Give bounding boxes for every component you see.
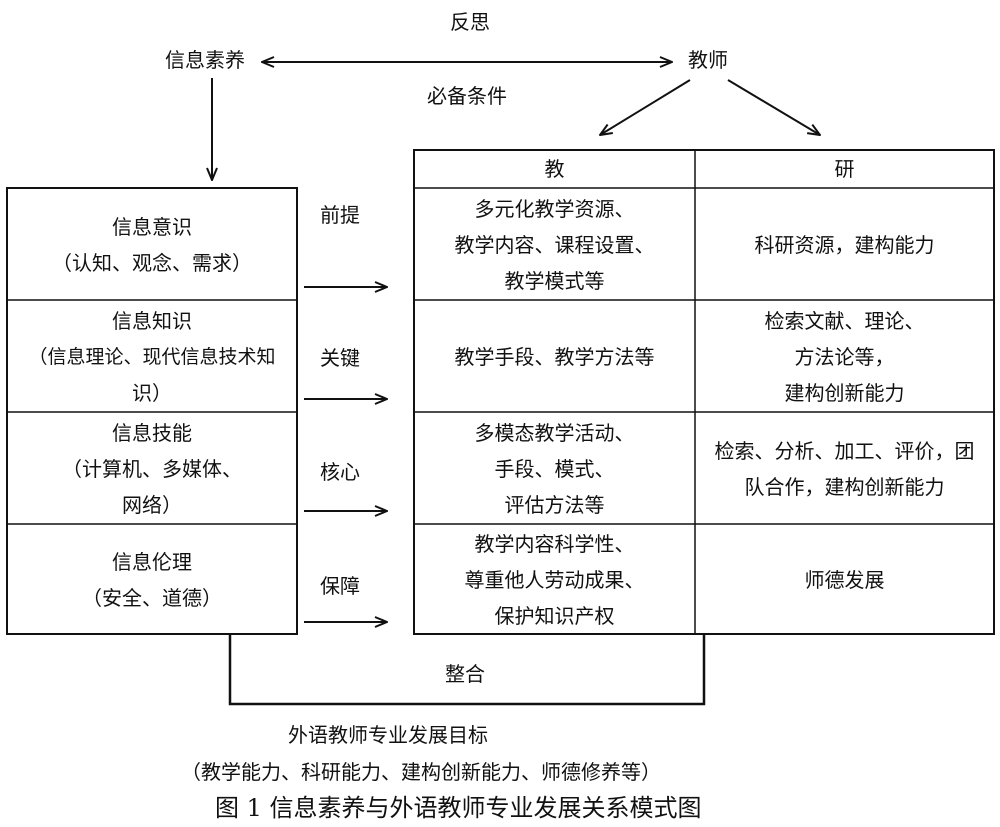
integrate-bracket	[228, 634, 706, 706]
research-cell-3: 检索、分析、加工、评价，团 队合作，建构创新能力	[714, 439, 975, 499]
teacher-arrow-right	[727, 79, 820, 135]
teacher-node: 教师	[688, 48, 728, 72]
left-cell-info-skills: 信息技能 （计算机、多媒体、 网络）	[62, 421, 242, 517]
goal-title: 外语教师专业发展目标	[288, 723, 488, 747]
arrow-label-key: 关键	[320, 346, 360, 370]
left-cell-info-awareness: 信息意识 （认知、观念、需求）	[52, 215, 252, 275]
goal-detail: （教学能力、科研能力、建构创新能力、师德修养等）	[181, 760, 661, 784]
info-literacy-node: 信息素养	[165, 48, 245, 72]
research-cell-2: 检索文献、理论、 方法论等， 建构创新能力	[764, 309, 925, 405]
research-cell-1: 科研资源，建构能力	[754, 233, 935, 257]
left-cell-info-knowledge: 信息知识 （信息理论、现代信息技术知 识）	[28, 309, 276, 405]
teach-cell-4: 教学内容科学性、 尊重他人劳动成果、 保护知识产权	[464, 532, 645, 628]
col-header-teach: 教	[544, 157, 565, 181]
teach-cell-3: 多模态教学活动、 手段、模式、 评估方法等	[474, 421, 635, 517]
integrate-label: 整合	[445, 662, 485, 686]
figure-caption: 图 1 信息素养与外语教师专业发展关系模式图	[215, 794, 702, 822]
teach-cell-2: 教学手段、教学方法等	[454, 345, 655, 369]
left-box	[6, 187, 298, 635]
research-cell-4: 师德发展	[804, 568, 885, 592]
teach-cell-1: 多元化教学资源、 教学内容、课程设置、 教学模式等	[454, 197, 655, 293]
prerequisite-label: 必备条件	[427, 84, 507, 108]
arrow-label-guarantee: 保障	[320, 574, 360, 598]
reflect-label: 反思	[450, 10, 490, 34]
col-header-research: 研	[834, 157, 855, 181]
left-cell-info-ethics: 信息伦理 （安全、道德）	[82, 550, 222, 610]
teacher-arrow-left	[600, 79, 691, 135]
arrow-label-premise: 前提	[320, 203, 360, 227]
arrow-label-core: 核心	[320, 460, 360, 484]
